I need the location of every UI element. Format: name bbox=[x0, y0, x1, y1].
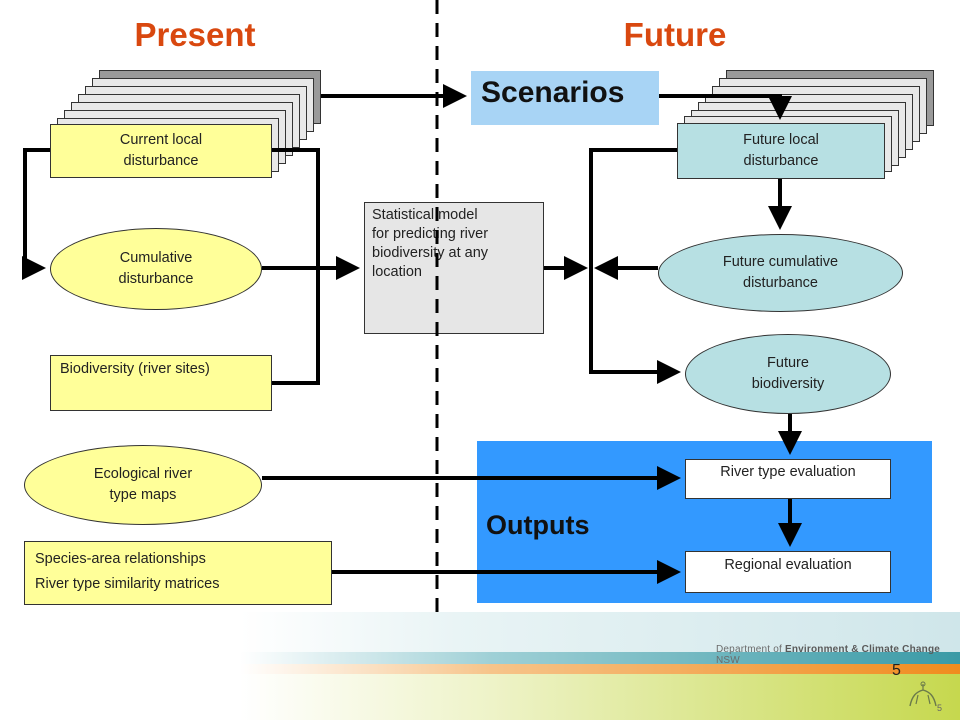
stat-model-line4: location bbox=[372, 263, 422, 280]
stat-model-line3: biodiversity at any bbox=[372, 244, 489, 261]
scenarios-label: Scenarios bbox=[481, 76, 625, 109]
dept-prefix: Department of bbox=[716, 644, 782, 655]
page-number-small: 5 bbox=[937, 703, 943, 713]
statistical-model-box: Statistical model for predicting river b… bbox=[364, 202, 544, 334]
line-current-to-bus bbox=[272, 148, 320, 385]
current-local-line2: disturbance bbox=[123, 153, 199, 169]
cumulative-disturbance-ellipse: Cumulative disturbance bbox=[50, 228, 262, 310]
current-local-disturbance-box: Current local disturbance bbox=[50, 124, 272, 178]
future-local-line2: disturbance bbox=[743, 153, 819, 169]
footer-band-teal bbox=[240, 652, 960, 664]
river-type-eval-label: River type evaluation bbox=[720, 464, 856, 481]
species-line1: Species-area relationships bbox=[35, 551, 206, 567]
regional-eval-label: Regional evaluation bbox=[724, 557, 852, 574]
arrow-current-to-cumulative bbox=[22, 148, 50, 280]
species-relationships-box: Species-area relationships River type si… bbox=[24, 541, 332, 605]
page-number: 5 bbox=[892, 662, 901, 679]
future-biodiversity-ellipse: Future biodiversity bbox=[685, 334, 891, 414]
biodiversity-sites-label: Biodiversity (river sites) bbox=[60, 361, 210, 377]
crest-logo-icon bbox=[906, 680, 940, 708]
regional-evaluation-box: Regional evaluation bbox=[685, 551, 891, 593]
future-biodiversity-line2: biodiversity bbox=[751, 376, 825, 392]
ecological-river-type-maps-ellipse: Ecological river type maps bbox=[24, 445, 262, 525]
future-biodiversity-line1: Future bbox=[767, 354, 809, 371]
outputs-label: Outputs bbox=[486, 510, 590, 540]
scenarios-box bbox=[471, 71, 659, 125]
species-line2: River type similarity matrices bbox=[35, 575, 220, 592]
dept-suffix: NSW bbox=[716, 655, 740, 666]
future-heading: Future bbox=[623, 16, 727, 53]
stat-model-line1: Statistical model bbox=[372, 207, 478, 223]
footer-band-green bbox=[240, 674, 960, 720]
future-cumulative-line1: Future cumulative bbox=[722, 253, 839, 270]
eco-maps-line1: Ecological river bbox=[93, 465, 193, 482]
biodiversity-sites-box: Biodiversity (river sites) bbox=[50, 355, 272, 411]
river-type-evaluation-box: River type evaluation bbox=[685, 459, 891, 499]
future-local-disturbance-box: Future local disturbance bbox=[677, 123, 885, 179]
stat-model-line2: for predicting river bbox=[372, 225, 489, 242]
eco-maps-line2: type maps bbox=[109, 487, 177, 503]
dept-bold: Environment & Climate Change bbox=[784, 644, 941, 655]
future-local-line1: Future local bbox=[743, 131, 819, 148]
cumulative-line2: disturbance bbox=[118, 271, 194, 287]
current-local-line1: Current local bbox=[119, 131, 203, 148]
future-cumulative-disturbance-ellipse: Future cumulative disturbance bbox=[658, 234, 903, 312]
footer-band-orange bbox=[240, 664, 960, 674]
cumulative-line1: Cumulative bbox=[119, 249, 193, 266]
present-heading: Present bbox=[134, 16, 256, 53]
future-cumulative-line2: disturbance bbox=[743, 275, 818, 291]
department-label: Department of Environment & Climate Chan… bbox=[716, 644, 960, 666]
